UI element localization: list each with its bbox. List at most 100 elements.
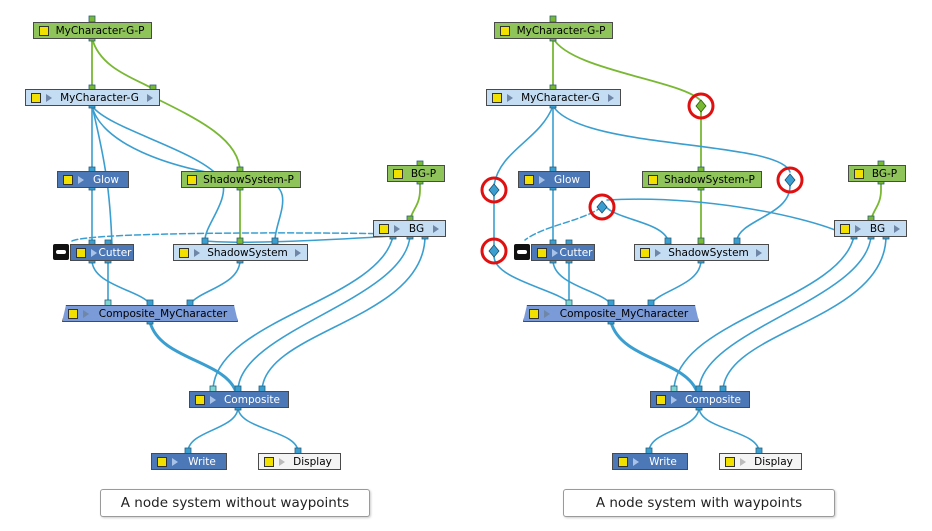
node-label: MyCharacter-G [60,91,139,104]
shadowsystem-p-node[interactable]: ShadowSystem-P [642,171,762,188]
shadowsystem-p-node[interactable]: ShadowSystem-P [181,171,301,188]
enable-square-icon[interactable] [393,168,403,179]
lock-icon [514,244,530,260]
node-label: MyCharacter-G-P [516,24,606,37]
waypoint-icon[interactable] [480,176,508,204]
cable[interactable] [493,255,571,305]
enable-square-icon[interactable] [76,247,86,258]
node-label: Glow [92,173,120,186]
enable-square-icon[interactable] [725,456,735,467]
waypoint-icon[interactable] [588,193,616,221]
enable-square-icon[interactable] [63,174,73,185]
bg-node[interactable]: BG [834,220,907,237]
cable[interactable] [152,96,241,173]
mycharacter-g-node[interactable]: MyCharacter-G [25,89,160,106]
cable[interactable] [189,259,241,305]
cable[interactable] [237,406,299,453]
composite-mycharacter-node[interactable]: Composite_MyCharacter [523,305,699,322]
cable[interactable] [698,406,760,453]
cable[interactable] [552,105,791,173]
mycharacter-g-p-node[interactable]: MyCharacter-G-P [33,22,152,39]
enable-square-icon[interactable] [264,456,274,467]
cable[interactable] [148,320,238,394]
node-label: ShadowSystem-P [664,173,755,186]
cable[interactable] [91,37,154,90]
enable-square-icon[interactable] [68,308,78,319]
enable-square-icon[interactable] [640,247,650,258]
enable-square-icon[interactable] [187,174,197,185]
waypoint-icon[interactable] [776,166,804,194]
enable-square-icon[interactable] [39,25,49,36]
enable-square-icon[interactable] [529,308,539,319]
cable[interactable] [722,235,887,391]
enable-square-icon[interactable] [656,394,666,405]
enable-square-icon[interactable] [492,92,502,103]
cable[interactable] [524,206,603,241]
display-node[interactable]: Display [719,453,802,470]
enable-square-icon[interactable] [648,174,658,185]
enable-square-icon[interactable] [179,247,189,258]
node-label: BG [869,222,886,235]
waypoint-icon[interactable] [480,237,508,265]
cable[interactable] [650,259,702,305]
play-arrow-icon [507,93,513,102]
cable[interactable] [552,259,612,305]
composite-mycharacter-node[interactable]: Composite_MyCharacter [62,305,238,322]
node-label: BG-P [871,167,898,180]
play-arrow-icon [633,457,639,466]
cable[interactable] [237,235,411,391]
cable[interactable] [204,235,396,243]
composite-node[interactable]: Composite [650,391,750,408]
bg-node[interactable]: BG [373,220,446,237]
shadowsystem-node[interactable]: ShadowSystem [173,244,308,261]
enable-square-icon[interactable] [537,247,547,258]
mycharacter-g-p-node[interactable]: MyCharacter-G-P [494,22,613,39]
play-arrow-icon [552,248,558,257]
glow-node[interactable]: Glow [518,171,590,188]
cable[interactable] [609,320,699,394]
node-label: ShadowSystem [207,246,288,259]
write-node[interactable]: Write [612,453,688,470]
cable[interactable] [71,232,401,242]
play-arrow-icon [91,248,97,257]
cable[interactable] [698,235,872,391]
bg-p-node[interactable]: BG-P [387,165,445,182]
glow-node[interactable]: Glow [57,171,129,188]
composite-node[interactable]: Composite [189,391,289,408]
play-arrow-icon [655,248,661,257]
display-node[interactable]: Display [258,453,341,470]
node-label: Composite_MyCharacter [559,307,689,320]
mycharacter-g-node[interactable]: MyCharacter-G [486,89,621,106]
node-label: Glow [553,173,581,186]
node-label: Cutter [559,246,593,259]
enable-square-icon[interactable] [31,92,41,103]
cable[interactable] [493,105,554,186]
enable-square-icon[interactable] [500,25,510,36]
cutter-node[interactable]: Cutter [531,244,595,261]
enable-square-icon[interactable] [157,456,167,467]
enable-square-icon[interactable] [840,223,850,234]
cable[interactable] [552,37,701,101]
cable[interactable] [648,406,700,453]
enable-square-icon[interactable] [379,223,389,234]
enable-square-icon[interactable] [854,168,864,179]
node-label: Write [188,455,216,468]
waypoint-icon[interactable] [687,92,715,120]
cable[interactable] [91,259,151,305]
cable[interactable] [212,235,394,391]
cable[interactable] [187,406,239,453]
cable[interactable] [673,235,855,391]
cable[interactable] [736,185,791,241]
cable[interactable] [409,181,421,221]
enable-square-icon[interactable] [524,174,534,185]
cable[interactable] [601,201,669,241]
shadowsystem-node[interactable]: ShadowSystem [634,244,769,261]
cutter-node[interactable]: Cutter [70,244,134,261]
enable-square-icon[interactable] [195,394,205,405]
enable-square-icon[interactable] [618,456,628,467]
write-node[interactable]: Write [151,453,227,470]
cable[interactable] [606,198,841,233]
cable[interactable] [261,235,426,391]
bg-p-node[interactable]: BG-P [848,165,906,182]
cable[interactable] [870,181,882,221]
